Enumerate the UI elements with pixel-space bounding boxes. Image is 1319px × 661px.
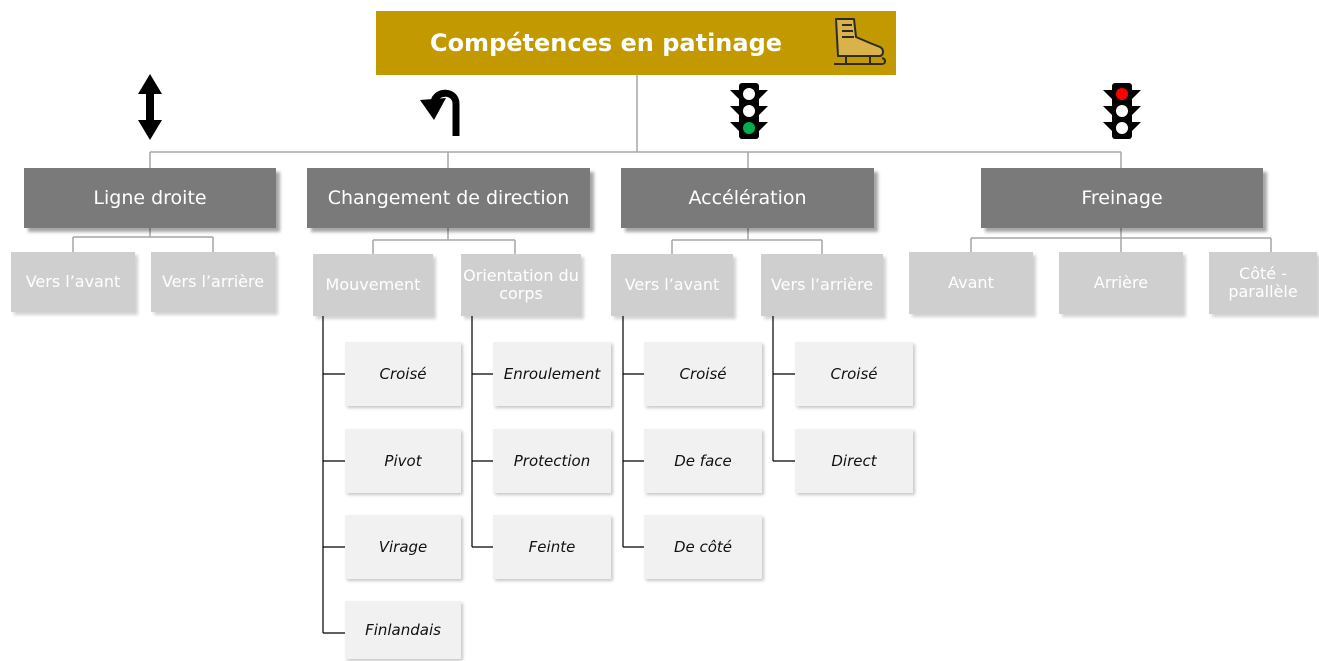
leaf-label: De côté [673,537,733,556]
leaf-label: De face [674,451,732,470]
leaf-item: Protection [493,429,611,493]
sub-freinage-cote-parallele: Côté - parallèle [1209,252,1317,314]
leaf-label: Feinte [528,537,576,556]
sub-label: Vers l’arrière [770,275,874,295]
sub-label: Vers l’avant [624,275,720,295]
skate-icon [834,18,886,65]
leaf-label: Direct [831,451,877,470]
leaf-label: Enroulement [503,364,601,383]
leaf-item: Feinte [493,515,611,579]
category-acceleration: Accélération [621,168,874,228]
sub-label: Mouvement [325,275,421,295]
leaf-label: Croisé [679,364,727,383]
category-ligne-droite: Ligne droite [24,168,276,228]
leaf-item: Croisé [345,342,461,406]
category-freinage: Freinage [981,168,1263,228]
leaf-item: Virage [345,515,461,579]
leaf-item: Finlandais [345,601,461,659]
leaf-label: Finlandais [365,620,441,639]
leaf-label: Croisé [830,364,878,383]
sub-accel-arriere: Vers l’arrière [761,254,883,316]
leaf-label: Croisé [379,364,427,383]
root-node: Compétences en patinage [376,11,896,75]
up-down-arrow-icon [138,74,162,140]
category-label: Ligne droite [93,186,207,209]
u-turn-arrow-icon [420,89,460,136]
traffic-light-red-icon [1103,83,1141,139]
root-title: Compétences en patinage [429,28,783,57]
sub-freinage-avant: Avant [909,252,1033,314]
category-label: Changement de direction [327,186,570,209]
sub-accel-avant: Vers l’avant [611,254,733,316]
category-label: Freinage [1081,186,1163,209]
traffic-light-green-icon [730,83,768,139]
sub-label: Arrière [1093,273,1149,293]
sub-orientation-corps: Orientation du corps [461,254,581,316]
leaf-item: Direct [795,429,913,493]
leaf-item: Enroulement [493,342,611,406]
leaf-label: Protection [513,451,591,470]
sub-ligne-arriere: Vers l’arrière [151,252,275,312]
leaf-label: Pivot [384,451,422,470]
sub-label: Vers l’avant [25,272,121,292]
leaf-item: Croisé [795,342,913,406]
category-label: Accélération [688,186,807,209]
sub-label: Orientation du corps [463,266,579,303]
sub-label: Vers l’arrière [161,272,265,292]
sub-label: Côté - parallèle [1228,264,1298,301]
leaf-label: Virage [378,537,428,556]
leaf-item: De côté [644,515,762,579]
sub-ligne-avant: Vers l’avant [11,252,135,312]
category-changement-direction: Changement de direction [307,168,590,228]
leaf-item: Pivot [345,429,461,493]
leaf-item: Croisé [644,342,762,406]
sub-label: Avant [948,273,994,293]
sub-freinage-arriere: Arrière [1059,252,1183,314]
sub-mouvement: Mouvement [313,254,433,316]
leaf-item: De face [644,429,762,493]
